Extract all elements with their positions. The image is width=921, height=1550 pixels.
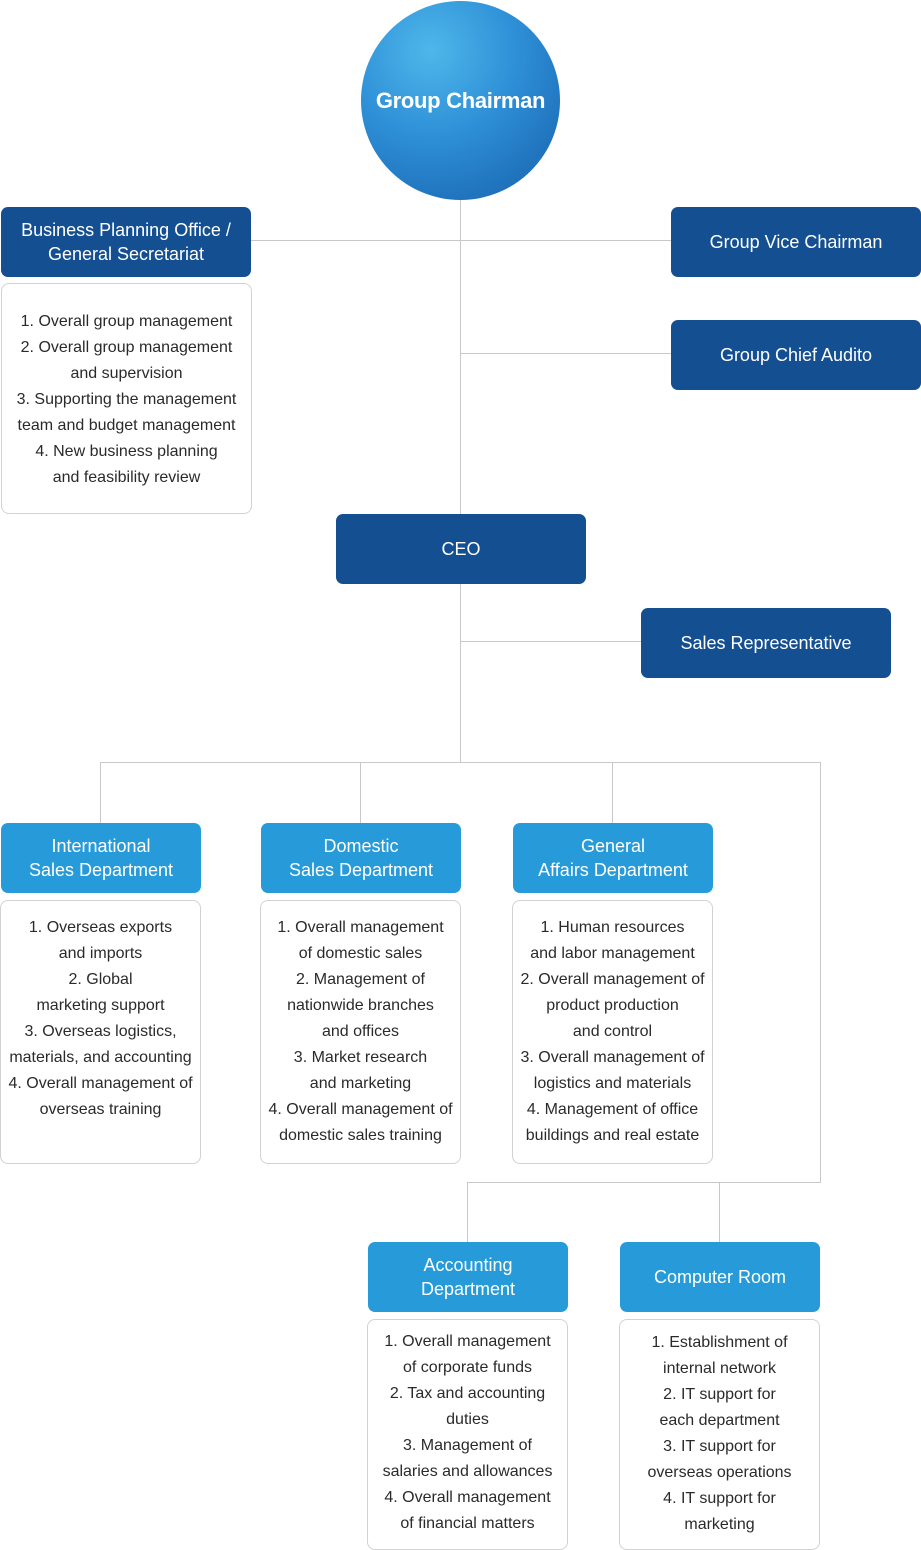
business-planning-office-label: Business Planning Office / General Secre…	[21, 220, 231, 264]
group-chief-auditor-label: Group Chief Audito	[719, 345, 873, 365]
ceo-label: CEO	[441, 539, 481, 559]
duty-item: 1. Overall management of corporate funds	[384, 1333, 551, 1376]
connector-drop-general	[612, 762, 613, 823]
international-sales-department-duties: 1. Overseas exports and imports 2. Globa…	[0, 900, 201, 1164]
connector-right-riser	[820, 762, 821, 1183]
duty-item: 2. Global marketing support	[36, 971, 165, 1014]
duty-item: 2. Overall group management and supervis…	[20, 339, 233, 382]
connector-drop-accounting	[467, 1182, 468, 1242]
duty-item: 4. IT support for marketing	[663, 1490, 776, 1533]
duty-item: 4. Overall management of financial matte…	[384, 1489, 551, 1532]
duty-item: 2. Tax and accounting duties	[389, 1385, 546, 1428]
domestic-sales-department-duties: 1. Overall management of domestic sales …	[260, 900, 461, 1164]
group-chairman-label: Group Chairman	[375, 87, 546, 113]
duty-item: 4. New business planning and feasibility…	[35, 443, 218, 486]
duty-item: 1. Overall management of domestic sales	[277, 919, 444, 962]
connector-sales-rep	[460, 641, 641, 642]
department-title: Domestic Sales Department	[288, 836, 434, 880]
group-vice-chairman-label: Group Vice Chairman	[709, 232, 883, 252]
connector-dept-bus	[100, 762, 821, 763]
connector-lower-bus	[467, 1182, 821, 1183]
computer-room-node: Computer Room	[620, 1242, 820, 1312]
department-title: Computer Room	[653, 1267, 787, 1287]
computer-room-duties: 1. Establishment of internal network 2. …	[619, 1319, 820, 1550]
connector-drop-domestic	[360, 762, 361, 823]
duty-item: 1. Overseas exports and imports	[28, 919, 173, 962]
international-sales-department-node: International Sales Department	[1, 823, 201, 893]
duty-item: 1. Establishment of internal network	[651, 1334, 788, 1377]
duty-item: 3. Overall management of logistics and m…	[520, 1049, 705, 1092]
duty-item: 4. Overall management of overseas traini…	[8, 1075, 193, 1118]
group-chief-auditor-node: Group Chief Audito	[671, 320, 921, 390]
connector-bpo-vice	[251, 240, 671, 241]
general-affairs-department-node: General Affairs Department	[513, 823, 713, 893]
accounting-department-duties: 1. Overall management of corporate funds…	[367, 1319, 568, 1550]
connector-auditor	[460, 353, 671, 354]
duty-item: 3. Supporting the management team and bu…	[16, 391, 237, 434]
connector-ceo-down	[460, 583, 461, 763]
duty-item: 4. Management of office buildings and re…	[525, 1101, 700, 1144]
general-affairs-department-duties: 1. Human resources and labor management …	[512, 900, 713, 1164]
sales-representative-node: Sales Representative	[641, 608, 891, 678]
duty-item: 2. Overall management of product product…	[520, 971, 705, 1040]
connector-main-spine	[460, 200, 461, 514]
business-planning-office-duties: 1. Overall group management 2. Overall g…	[1, 283, 252, 514]
accounting-department-node: Accounting Department	[368, 1242, 568, 1312]
group-chairman-node: Group Chairman	[361, 1, 560, 200]
duty-item: 1. Human resources and labor management	[530, 919, 695, 962]
connector-drop-computer	[719, 1182, 720, 1242]
department-title: Accounting Department	[420, 1255, 516, 1299]
sales-representative-label: Sales Representative	[680, 633, 852, 653]
department-title: International Sales Department	[28, 836, 174, 880]
duty-item: 2. Management of nationwide branches and…	[287, 971, 434, 1040]
duty-item: 3. Management of salaries and allowances	[382, 1437, 553, 1480]
duty-item: 3. Overseas logistics, materials, and ac…	[9, 1023, 192, 1066]
duty-item: 4. Overall management of domestic sales …	[268, 1101, 453, 1144]
duty-item: 1. Overall group management	[20, 313, 233, 330]
duty-item: 2. IT support for each department	[659, 1386, 780, 1429]
connector-drop-intl	[100, 762, 101, 823]
duty-item: 3. IT support for overseas operations	[647, 1438, 792, 1481]
duty-item: 3. Market research and marketing	[293, 1049, 428, 1092]
business-planning-office-node: Business Planning Office / General Secre…	[1, 207, 251, 277]
department-title: General Affairs Department	[538, 836, 688, 880]
group-vice-chairman-node: Group Vice Chairman	[671, 207, 921, 277]
domestic-sales-department-node: Domestic Sales Department	[261, 823, 461, 893]
ceo-node: CEO	[336, 514, 586, 584]
